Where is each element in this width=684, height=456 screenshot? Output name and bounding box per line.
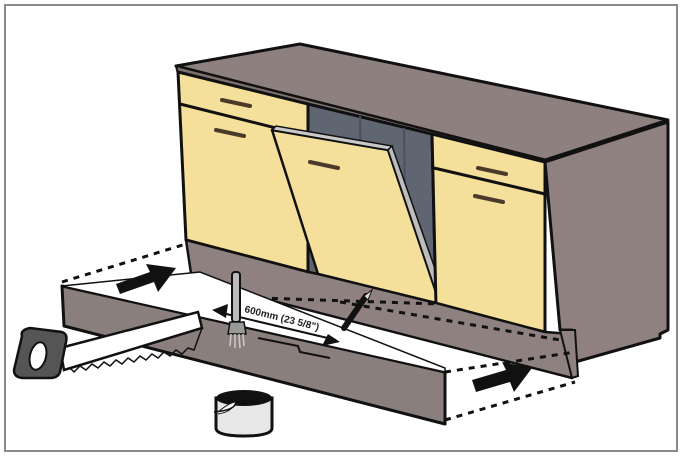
brush-icon	[227, 271, 247, 349]
dimension-arrow-right-icon	[322, 334, 340, 346]
dimension-arrow-left-icon	[212, 304, 228, 318]
insert-arrow-left-icon	[116, 264, 176, 294]
right-drawer-handle-icon	[476, 166, 508, 176]
drawer-handle-icon	[220, 98, 252, 108]
hand-saw-icon	[12, 310, 204, 380]
door-handle-icon	[214, 128, 246, 138]
paint-can-icon	[213, 390, 274, 438]
cabinet-side-panel	[543, 120, 670, 364]
dishwasher-door-handle-icon	[308, 160, 340, 170]
right-door-handle-icon	[473, 194, 505, 204]
pencil-icon	[341, 288, 374, 331]
right-cabinet-front	[430, 132, 547, 334]
insert-arrow-right-icon	[472, 362, 532, 392]
